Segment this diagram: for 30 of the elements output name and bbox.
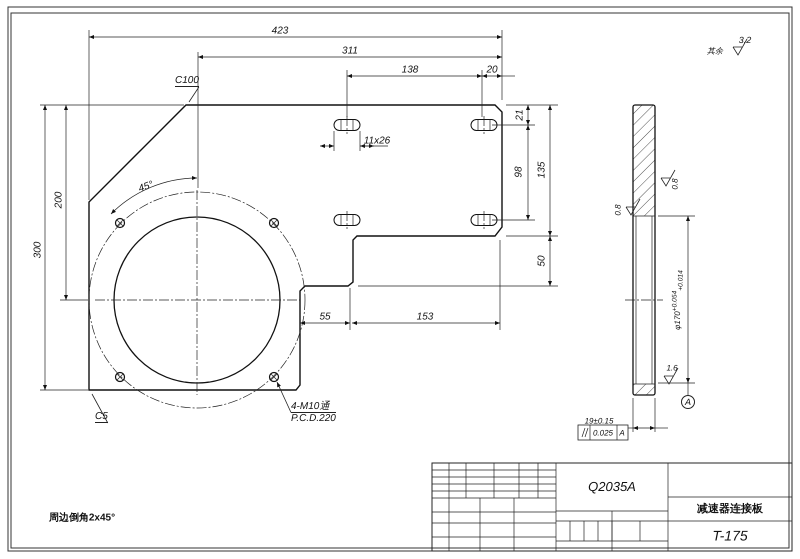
datum-reference: A [619,428,625,438]
roughness-value: 0.8 [670,178,680,190]
dimension-text: 50 [536,255,548,267]
dimension-text: 138 [402,64,418,76]
angle-text: 45° [137,179,155,195]
dimension-text: 135 [536,162,548,178]
leader-line [188,86,200,102]
dimension-text: 200 [54,192,64,208]
dimension-text: 20 [486,64,498,76]
dimension-text: 19±0.15 [584,416,614,426]
dimension-text: 21 [514,109,526,121]
datum-label: A [681,395,695,409]
dimension-text: 98 [514,166,524,178]
roughness-note: 其余 [707,46,723,56]
roughness-value: 1.6 [666,364,678,372]
dimension-text: 311 [342,46,358,56]
dimension-text: 153 [416,312,434,322]
leader-line [276,382,292,413]
tolerance-value: 0.025 [592,428,614,438]
drawing-number: T-175 [712,528,748,544]
callout-text: 4-M10通 P.C.D.220 [291,401,336,424]
dimension-text: 300 [32,242,44,258]
part-name: 减速器连接板 [697,503,763,515]
roughness-value: 0.8 [614,204,622,216]
roughness-value: 3.2 [738,35,752,45]
note-text: 周边倒角2x45° [48,512,116,524]
dimension-text: 55 [319,312,331,322]
material-text: Q2035A [588,480,636,494]
dimension-text: 11x26 [364,136,390,146]
dimension-text: 423 [272,26,288,36]
